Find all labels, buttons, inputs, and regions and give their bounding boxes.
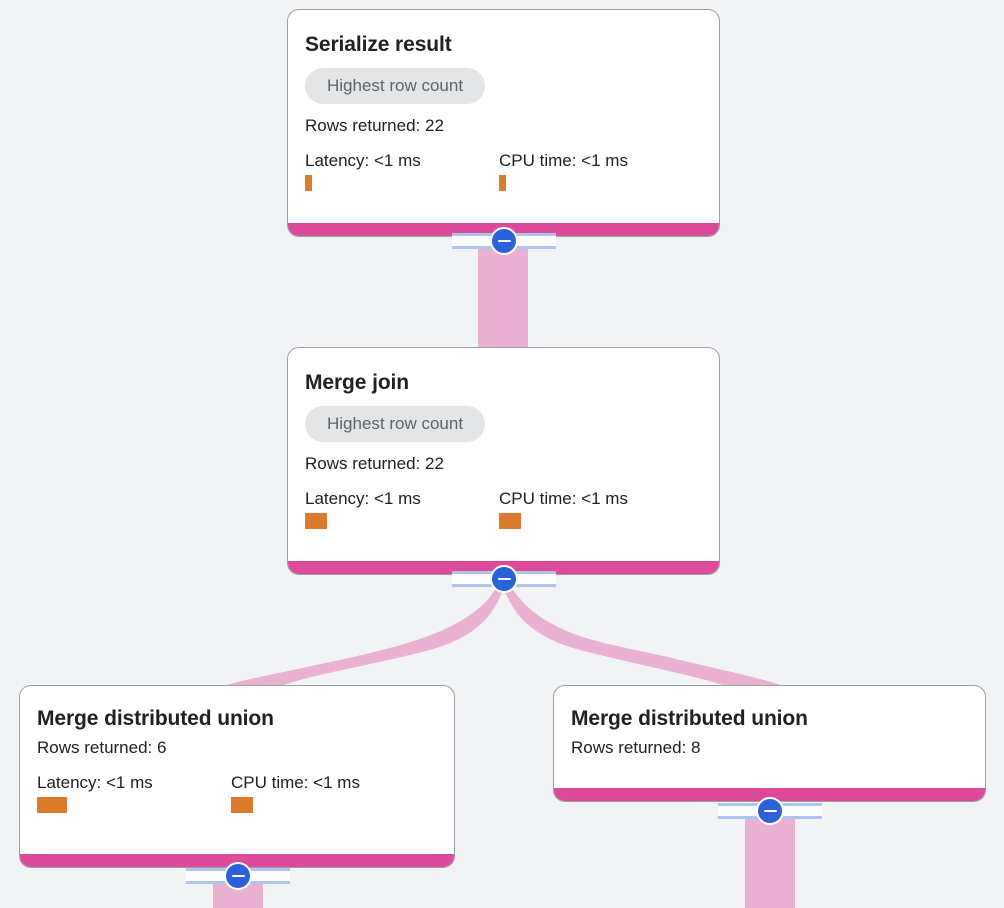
rows-returned: Rows returned: 22 [305,454,444,473]
metric-cpu-time: CPU time: <1 ms [499,150,628,191]
node-body: Merge join Highest row count Rows return… [288,348,719,561]
minus-circle-icon[interactable] [224,862,252,890]
metric-latency-bar [305,513,327,529]
node-title: Merge join [305,371,410,394]
metric-cpu-time-bar [499,513,521,529]
metric-latency: Latency: <1 ms [305,488,499,529]
collapse-handle-merge-join[interactable] [452,564,556,594]
node-merge-distributed-union-left[interactable]: Merge distributed union Rows returned: 6… [19,685,455,868]
node-body: Serialize result Highest row count Rows … [288,10,719,223]
status-badge: Highest row count [305,406,486,442]
rows-returned: Rows returned: 22 [305,116,444,135]
node-footer-bar [20,854,454,867]
metric-cpu-time-label: CPU time: <1 ms [231,773,360,792]
node-title: Serialize result [305,33,452,56]
node-title: Merge distributed union [571,707,808,730]
node-serialize-result[interactable]: Serialize result Highest row count Rows … [287,9,720,237]
edge-merge-join-to-left-union-body [214,576,508,692]
minus-circle-icon[interactable] [490,565,518,593]
metric-cpu-time-bar [231,797,253,813]
node-merge-join[interactable]: Merge join Highest row count Rows return… [287,347,720,575]
minus-circle-icon[interactable] [756,797,784,825]
node-body: Merge distributed union Rows returned: 6… [20,686,454,854]
status-badge: Highest row count [305,68,486,104]
collapse-handle-serialize-result[interactable] [452,226,556,256]
metric-cpu-time-label: CPU time: <1 ms [499,489,628,508]
metric-latency: Latency: <1 ms [305,150,499,191]
metric-latency-label: Latency: <1 ms [37,773,153,792]
metric-latency-label: Latency: <1 ms [305,489,421,508]
metrics-row: Latency: <1 ms CPU time: <1 ms [305,488,702,529]
collapse-handle-merge-distributed-union-right[interactable] [718,796,822,826]
node-footer-bar [554,788,985,801]
node-body: Merge distributed union Rows returned: 8 [554,686,985,788]
node-title: Merge distributed union [37,707,274,730]
metric-latency-bar [37,797,67,813]
metric-latency: Latency: <1 ms [37,772,231,813]
rows-returned: Rows returned: 8 [571,738,701,757]
node-merge-distributed-union-right[interactable]: Merge distributed union Rows returned: 8 [553,685,986,802]
minus-circle-icon[interactable] [490,227,518,255]
metrics-row: Latency: <1 ms CPU time: <1 ms [37,772,437,813]
metric-latency-bar [305,175,312,191]
metric-latency-label: Latency: <1 ms [305,151,421,170]
rows-returned: Rows returned: 6 [37,738,167,757]
collapse-handle-merge-distributed-union-left[interactable] [186,861,290,891]
metric-cpu-time-label: CPU time: <1 ms [499,151,628,170]
metric-cpu-time: CPU time: <1 ms [499,488,628,529]
metrics-row: Latency: <1 ms CPU time: <1 ms [305,150,702,191]
metric-cpu-time: CPU time: <1 ms [231,772,360,813]
edge-merge-join-to-right-union-body [500,576,793,692]
metric-cpu-time-bar [499,175,506,191]
